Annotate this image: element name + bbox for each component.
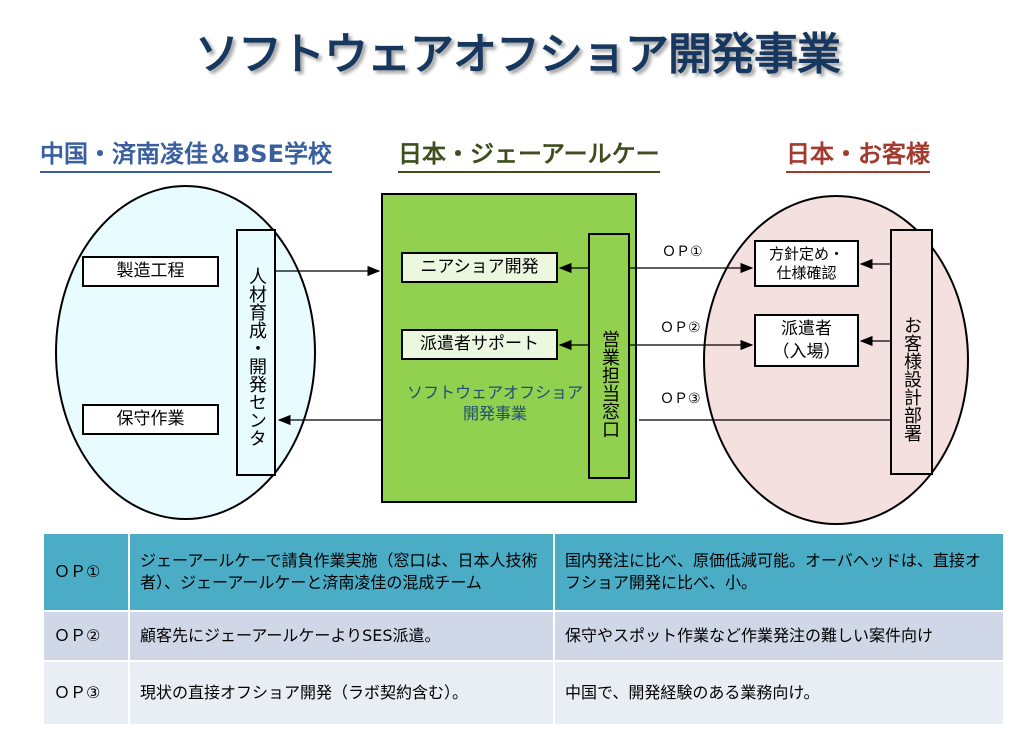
op-table: ＯＰ① ジェーアールケーで請負作業実施（窓口は、日本人技術者）、ジェーアールケー… [44,534,1005,726]
op1-label: ＯＰ① [662,244,703,260]
training-dev-center-box: 人材育成・開発センタ [236,229,276,476]
description-cell: 顧客先にジェーアールケーよりSES派遣。 [129,611,555,662]
note-cell: 国内発注に比べ、原価低減可能。オーバヘッドは、直接オフショア開発に比べ、小。 [554,534,1005,612]
policy-spec-box: 方針定め・ 仕様確認 [754,240,859,287]
customer-design-dept-box: お客様設計部署 [890,229,933,475]
jrk-business-label-line2: 開発事業 [462,404,527,423]
dispatched-staff-box: 派遣者 （入場） [754,314,859,367]
maintenance-work-box: 保守作業 [82,404,219,435]
nearshore-dev-box: ニアショア開発 [401,252,558,283]
page-title: ソフトウェアオフショア開発事業 [195,29,841,80]
dispatched-staff-line1: 派遣者 [781,319,832,339]
heading-china: 中国・済南凌佳＆BSE学校 [40,134,332,173]
heading-customer: 日本・お客様 [786,134,930,173]
op3-label: ＯＰ③ [660,391,701,407]
op-cell: ＯＰ③ [44,661,130,726]
policy-spec-line2: 仕様確認 [776,264,837,282]
note-cell: 保守やスポット作業など作業発注の難しい案件向け [554,611,1005,662]
description-cell: ジェーアールケーで請負作業実施（窓口は、日本人技術者）、ジェーアールケーと済南凌… [129,534,555,612]
table-row: ＯＰ② 顧客先にジェーアールケーよりSES派遣。 保守やスポット作業など作業発注… [44,611,1005,662]
manufacturing-process-box: 製造工程 [82,256,219,287]
description-cell: 現状の直接オフショア開発（ラボ契約含む）。 [129,661,555,726]
op-cell: ＯＰ① [44,534,130,612]
heading-jrk: 日本・ジェーアールケー [398,134,660,173]
china-ellipse [55,185,316,520]
jrk-business-label-line1: ソフトウェアオフショア [406,383,583,402]
table-row: ＯＰ③ 現状の直接オフショア開発（ラボ契約含む）。 中国で、開発経験のある業務向… [44,661,1005,726]
jrk-business-label: ソフトウェアオフショア 開発事業 [395,382,595,424]
table-row: ＯＰ① ジェーアールケーで請負作業実施（窓口は、日本人技術者）、ジェーアールケー… [44,534,1005,612]
policy-spec-line1: 方針定め・ [768,245,844,263]
dispatched-staff-line2: （入場） [772,342,841,362]
op2-label: ＯＰ② [660,320,701,336]
note-cell: 中国で、開発経験のある業務向け。 [554,661,1005,726]
op-cell: ＯＰ② [44,611,130,662]
dispatch-support-box: 派遣者サポート [401,329,558,360]
sales-window-box: 営業担当窓口 [588,233,630,479]
